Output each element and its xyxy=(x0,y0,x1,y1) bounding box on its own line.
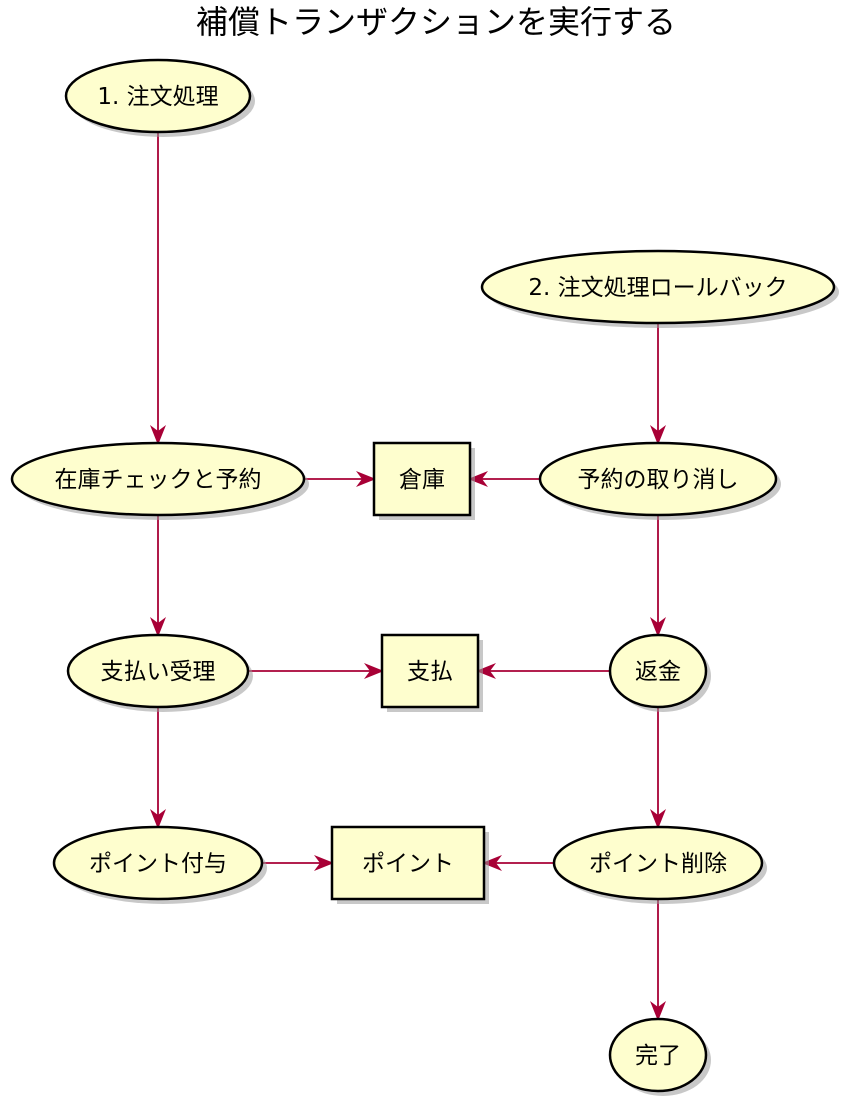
node-shape-refund xyxy=(608,633,708,709)
node-accept-payment: 支払い受理 xyxy=(66,633,253,712)
node-shape-warehouse xyxy=(372,441,472,517)
node-shape-cancel-reservation xyxy=(538,441,778,517)
node-label-delete-points: ポイント削除 xyxy=(589,851,727,877)
edges-layer xyxy=(150,132,666,1021)
node-label-warehouse: 倉庫 xyxy=(399,467,445,493)
diagram-title: 補償トランザクションを実行する xyxy=(196,3,676,41)
node-label-cancel-reservation: 予約の取り消し xyxy=(578,467,739,493)
node-shape-complete xyxy=(608,1017,708,1093)
node-refund: 返金 xyxy=(608,633,711,712)
node-delete-points: ポイント削除 xyxy=(552,825,767,904)
node-payment: 支払 xyxy=(380,633,483,712)
node-shape-start-order xyxy=(64,58,252,134)
node-check-reserve: 在庫チェックと予約 xyxy=(10,441,309,520)
node-label-refund: 返金 xyxy=(635,659,681,685)
node-shape-delete-points xyxy=(552,825,764,901)
node-shape-start-rollback xyxy=(480,249,836,325)
node-shape-check-reserve xyxy=(10,441,306,517)
node-shape-accept-payment xyxy=(66,633,250,709)
node-grant-points: ポイント付与 xyxy=(52,825,267,904)
node-label-grant-points: ポイント付与 xyxy=(89,851,227,877)
node-label-check-reserve: 在庫チェックと予約 xyxy=(55,467,262,493)
node-points: ポイント xyxy=(330,825,489,904)
node-shape-points xyxy=(330,825,486,901)
node-complete: 完了 xyxy=(608,1017,711,1096)
node-label-payment: 支払 xyxy=(407,659,453,685)
node-label-complete: 完了 xyxy=(635,1043,681,1069)
node-label-accept-payment: 支払い受理 xyxy=(101,659,216,685)
node-start-order: 1. 注文処理 xyxy=(64,58,255,137)
node-shape-grant-points xyxy=(52,825,264,901)
node-cancel-reservation: 予約の取り消し xyxy=(538,441,781,520)
node-label-start-rollback: 2. 注文処理ロールバック xyxy=(528,275,787,301)
node-start-rollback: 2. 注文処理ロールバック xyxy=(480,249,839,328)
node-warehouse: 倉庫 xyxy=(372,441,475,520)
node-label-start-order: 1. 注文処理 xyxy=(97,84,218,110)
node-shape-payment xyxy=(380,633,480,709)
node-label-points: ポイント xyxy=(362,851,454,877)
